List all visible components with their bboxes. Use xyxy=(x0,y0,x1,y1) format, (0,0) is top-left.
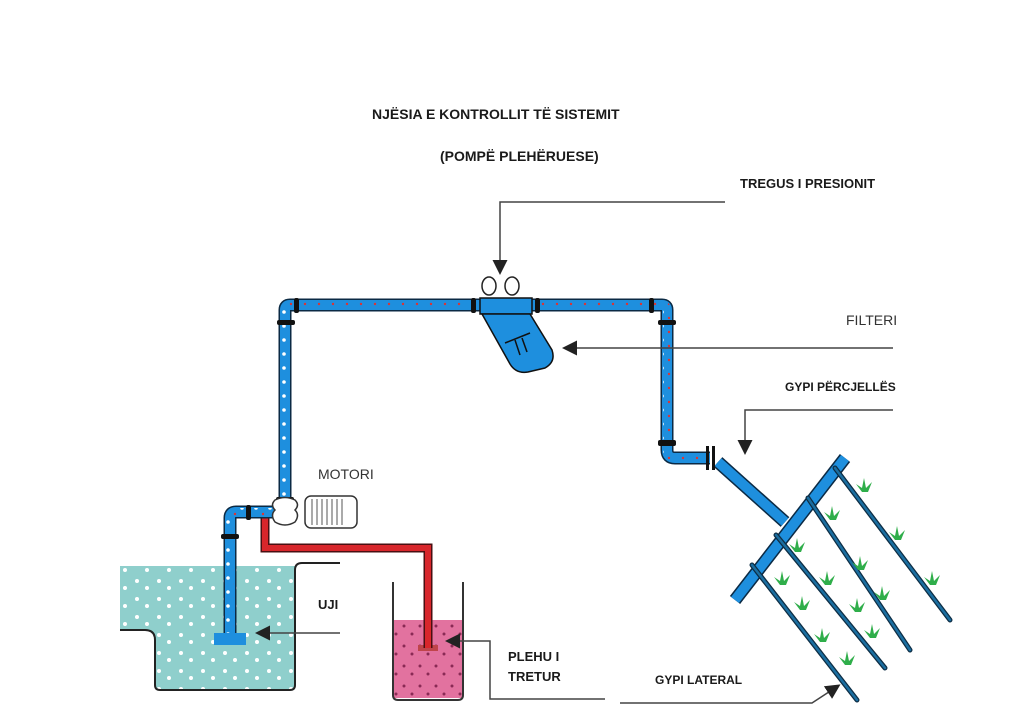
diagram-subtitle: (POMPË PLEHËRUESE) xyxy=(440,148,599,164)
water-tank xyxy=(120,562,340,691)
label-fertilizer-2: TRETUR xyxy=(508,669,561,684)
diagram-title: NJËSIA E KONTROLLIT TË SISTEMIT xyxy=(372,106,620,122)
label-water: UJI xyxy=(318,597,339,612)
intake-foot xyxy=(214,633,246,645)
callout-arrows xyxy=(255,201,893,704)
label-filter: FILTERI xyxy=(846,312,898,328)
label-main-pipe: GYPI PËRCJELLËS xyxy=(785,380,896,394)
pressure-gauge-icon xyxy=(481,276,497,296)
filter-unit xyxy=(479,276,554,374)
label-lateral-pipe: GYPI LATERAL xyxy=(655,673,743,687)
motor-pump xyxy=(271,495,358,529)
label-fertilizer-1: PLEHU I xyxy=(508,649,560,664)
pressure-gauge-icon xyxy=(504,276,520,296)
label-pressure-gauge: TREGUS I PRESIONIT xyxy=(740,176,876,191)
label-motor: MOTORI xyxy=(318,466,374,482)
main-pipe-network xyxy=(223,298,851,640)
